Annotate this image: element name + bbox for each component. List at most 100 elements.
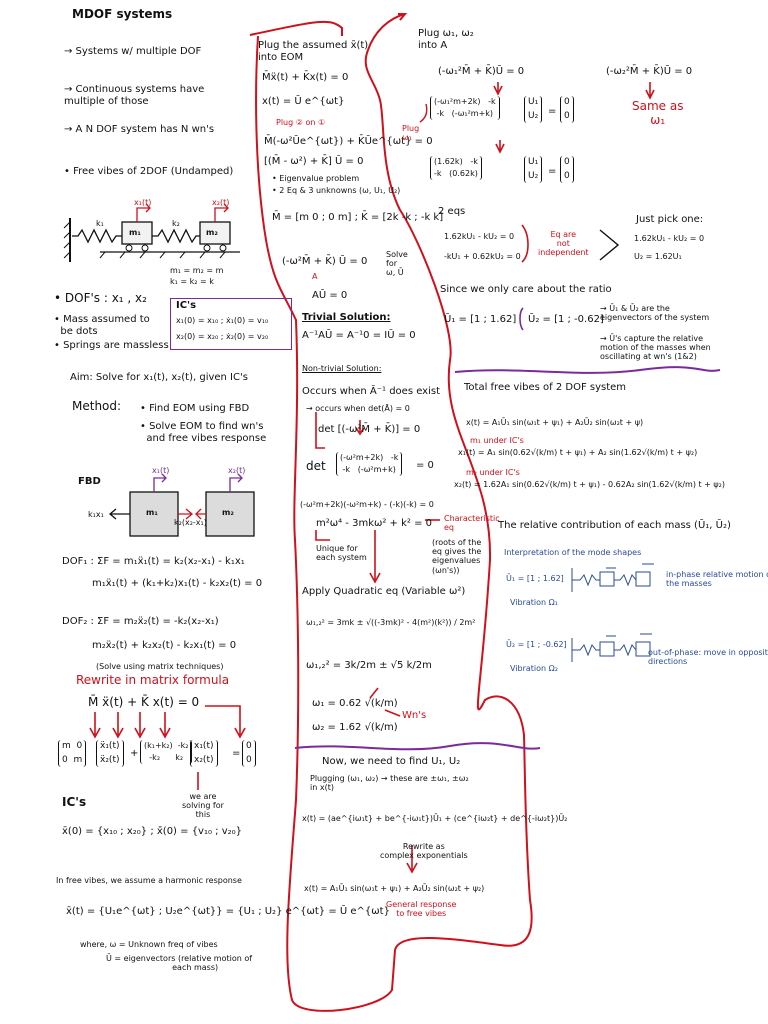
plug-omega-note: Plug ω₁ (402, 124, 420, 143)
det-label: det (306, 459, 326, 473)
ics-box (170, 298, 292, 350)
mode1-vector: Ū₁ = [1 ; 1.62] (506, 574, 564, 583)
ics-line-2: x₂(0) = x₂₀ ; ẋ₂(0) = v₂₀ (176, 332, 269, 341)
mode1-label: Vibration Ω₁ (510, 598, 558, 607)
u2-vector: Ū₂ = [1 ; -0.62] (528, 314, 604, 325)
dof1-equation: DOF₁ : ΣF = m₁ẍ₁(t) = k₂(x₂-x₁) - k₁x₁ (62, 556, 245, 567)
plug-omegas: Plug ω₁, ω₂ into A (418, 28, 474, 51)
equals-sign: = (232, 748, 241, 759)
fbd-m2: m₂ (222, 508, 234, 517)
assumed-solution: x(t) = Ū e^{ωt} (262, 96, 345, 107)
zero-vector-2: 0 0 (560, 156, 574, 183)
rewrite-complex-note: Rewrite as complex exponentials (380, 842, 468, 861)
bullet-systems: → Systems w/ multiple DOF (64, 46, 202, 57)
mode2-vector: Ū₂ = [1 ; -0.62] (506, 640, 567, 649)
det-expansion: (-ω²m+2k)(-ω²m+k) - (-k)(-k) = 0 (300, 500, 434, 509)
ics-vector-title: IC's (62, 795, 87, 809)
u-vector-2: U₁ U₂ (524, 156, 543, 183)
m-k-matrices: M̄ = [m 0 ; 0 m] ; K̄ = [2k -k ; -k k] (272, 212, 444, 223)
spring-equality: k₁ = k₂ = k (170, 277, 214, 286)
total-title: Total free vibes of 2 DOF system (464, 382, 627, 393)
x2-equation: x₂(t) = 1.62A₁ sin(0.62√(k/m) t + ψ₁) - … (454, 480, 726, 489)
pick-b: U₂ = 1.62U₁ (634, 252, 682, 261)
omega-squared-formula: ω₁,₂² = 3mk ± √((-3mk)² - 4(m²)(k²)) / 2… (306, 618, 476, 627)
eq-a: 1.62kU₁ - kU₂ = 0 (444, 232, 515, 241)
aim-line: Aim: Solve for x₁(t), x₂(t), given IC's (70, 372, 248, 383)
relative-contribution: The relative contribution of each mass (… (498, 520, 731, 531)
quadratic-note: Apply Quadratic eq (Variable ω²) (302, 586, 466, 597)
two-eqs: 2 eqs (438, 206, 466, 217)
fbd-k1x1: k₁x₁ (88, 510, 104, 519)
plus-sign: + (130, 748, 139, 759)
eq-b: -kU₁ + 0.62kU₂ = 0 (444, 252, 521, 261)
same-as-note: Same as ω₁ (632, 99, 684, 127)
m2-under-ics: m₂ under IC's (466, 468, 520, 477)
method-step-2: • Solve EOM to find wn's and free vibes … (140, 421, 267, 444)
not-independent-note: Eq are not independent (538, 230, 589, 258)
mass-equality: m₁ = m₂ = m (170, 266, 224, 275)
mode-shapes-title: Interpretation of the mode shapes (504, 548, 642, 557)
pick-one: Just pick one: (636, 214, 704, 225)
fbd-x1: x₁(t) (152, 466, 170, 475)
mass-m1-label: m₁ (129, 228, 141, 237)
mode1-note: in-phase relative motion of the masses (666, 570, 768, 589)
ics-vector-equation: x̄(0) = {x₁₀ ; x₂₀} ; ẋ̄(0) = {v₁₀ ; v₂₀… (62, 826, 243, 837)
fbd-k2-force: k₂(x₂-x₁) (174, 518, 207, 527)
det-equation: det [(-ω²M̄ + K̄)] = 0 (318, 424, 421, 435)
factored-equation: [(M̄ - ω²) + K̄] Ū = 0 (264, 156, 364, 167)
trivial-equation: A⁻¹AŪ = A⁻¹0 = IŪ = 0 (302, 330, 416, 341)
x1-label: x₁(t) (134, 198, 152, 207)
characteristic-label: Characteristic eq (444, 514, 500, 533)
unique-note: Unique for each system (316, 544, 367, 563)
pick-a: 1.62kU₁ - kU₂ = 0 (634, 234, 705, 243)
free-vibes-heading: • Free vibes of 2DOF (Undamped) (64, 166, 234, 177)
wns-label: Wn's (402, 710, 427, 721)
solving-for-note: we are solving for this (182, 792, 224, 820)
solve-for-note: Solve for ω, Ū (386, 250, 408, 278)
fbd-m1: m₁ (146, 508, 158, 517)
matrix-omega1: (-ω₁²m+2k) -k -k (-ω₁²m+k) (430, 96, 500, 120)
zero-vector-1: 0 0 (560, 96, 574, 123)
omega-squared-simplified: ω₁,₂² = 3k/2m ± √5 k/2m (306, 660, 432, 671)
spring-k2-label: k₂ (172, 219, 180, 228)
equals-1: = (548, 106, 557, 117)
equals-2: = (548, 166, 557, 177)
general-response-note: General response to free vibes (386, 900, 457, 919)
substituted-equation: M̄(-ω²Ūe^{ωt}) + K̄Ūe^{ωt} = 0 (264, 136, 433, 147)
unknowns-note: • 2 Eq & 3 unknowns (ω, U₁, U₂) (272, 186, 401, 195)
where-omega: where, ω = Unknown freq of vibes (80, 940, 218, 949)
eom-equation: M̄ẍ(t) + K̄x(t) = 0 (262, 72, 349, 83)
rewrite-heading: Rewrite in matrix formula (76, 673, 230, 687)
ics-box-title: IC's (176, 300, 197, 311)
harmonic-assumption: In free vibes, we assume a harmonic resp… (56, 876, 242, 885)
dof2-rearranged: m₂ẍ₂(t) + k₂x₂(t) - k₂x₁(t) = 0 (92, 640, 237, 651)
x2-label: x₂(t) (212, 198, 230, 207)
nontrivial-title: Non-trivial Solution: (302, 364, 382, 373)
omega-1: ω₁ = 0.62 √(k/m) (312, 698, 398, 709)
det-matrix: (-ω²m+2k) -k -k (-ω²m+k) (336, 452, 403, 476)
plug-assumed: Plug the assumed x̄(t) into EOM (258, 40, 369, 63)
method-step-1: • Find EOM using FBD (140, 403, 250, 414)
page-title: MDOF systems (72, 7, 173, 21)
plug-2-on-1: Plug ② on ① (276, 118, 326, 127)
bullet-continuous: → Continuous systems have multiple of th… (64, 84, 205, 107)
mass-assumption: • Mass assumed to be dots (54, 314, 150, 337)
dof1-rearranged: m₁ẍ₁(t) + (k₁+k₂)x₁(t) - k₂x₂(t) = 0 (92, 578, 263, 589)
eigenvalue-note: • Eigenvalue problem (272, 174, 360, 183)
au-equation: AŪ = 0 (312, 290, 348, 301)
fbd-x2: x₂(t) (228, 466, 246, 475)
zero-vector: 0 0 (242, 740, 256, 767)
matrix-numeric: (1.62k) -k -k (0.62k) (430, 156, 482, 180)
roots-note: (roots of the eq gives the eigenvalues (… (432, 538, 482, 575)
mass-matrix: m 0 0 m (58, 740, 87, 767)
plugging-note: Plugging (ω₁, ω₂) → these are ±ω₁, ±ω₂ i… (310, 774, 469, 793)
mass-m2-label: m₂ (206, 228, 218, 237)
matrix-equation: M̄ ẍ(t) + K̄ x(t) = 0 (88, 695, 200, 709)
occurs-note: Occurs when Ā⁻¹ does exist (302, 386, 441, 397)
spring-k1-label: k₁ (96, 219, 104, 228)
det-zero: = 0 (416, 460, 434, 471)
total-equation: x(t) = A₁Ū₁ sin(ω₁t + ψ₁) + A₂Ū₂ sin(ω₂t… (466, 418, 644, 427)
now-find-u: Now, we need to find U₁, U₂ (322, 756, 461, 767)
eq-omega1: (-ω₁²M̄ + K̄)Ū = 0 (438, 66, 525, 77)
